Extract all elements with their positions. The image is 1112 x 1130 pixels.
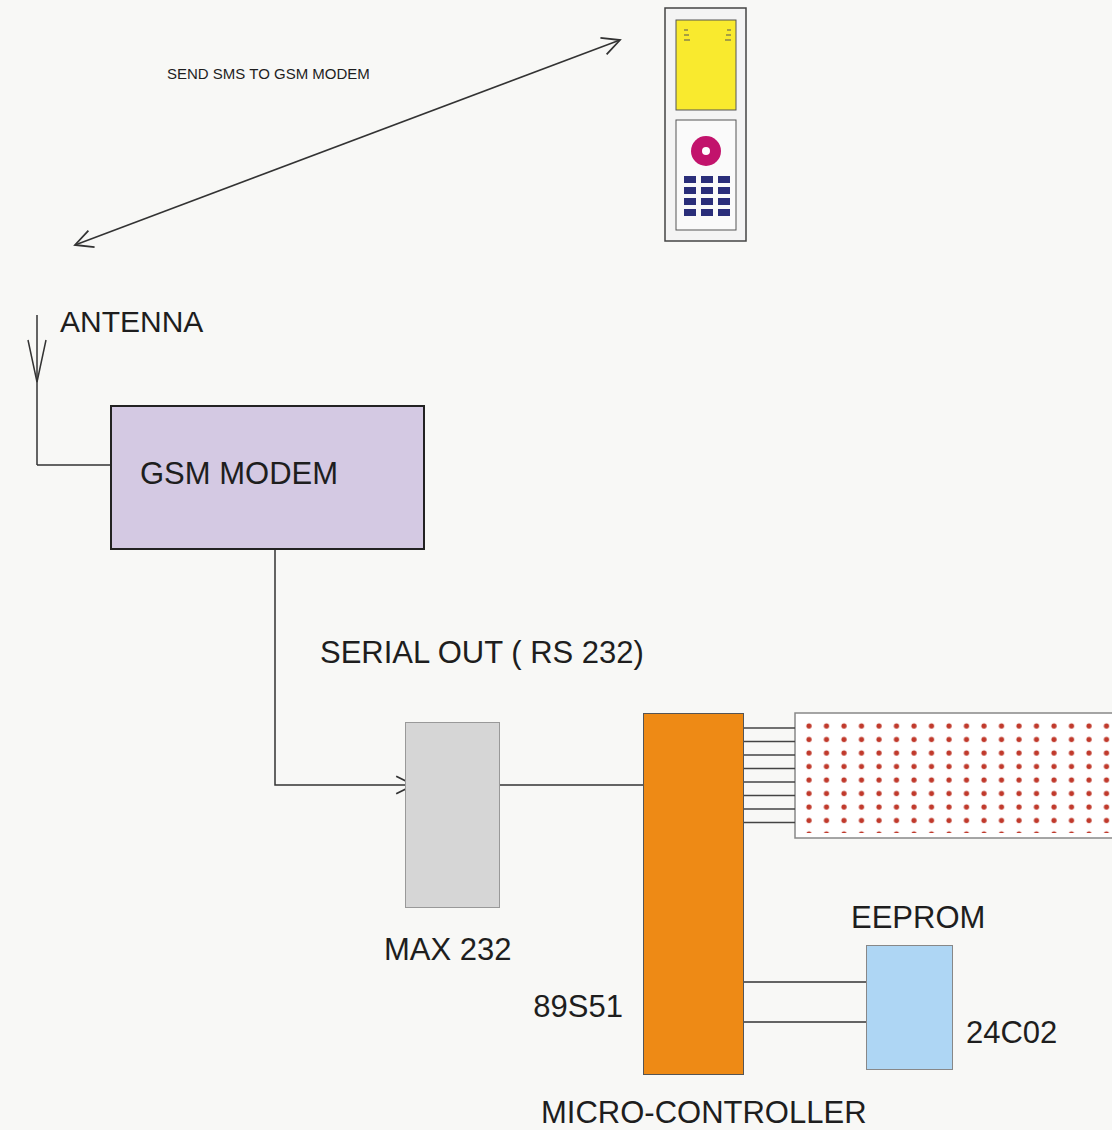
eeprom-box: EEPROM24C02 (866, 945, 953, 1070)
gsm-modem-box: GSM MODEM (110, 405, 425, 550)
part-number: 24C02 (966, 1016, 1057, 1050)
antenna-label: ANTENNA (60, 305, 203, 338)
node-title: GSM MODEM (140, 457, 338, 491)
led-bus-wires (744, 728, 795, 823)
part-name: MICRO-CONTROLLER (541, 1096, 867, 1130)
led-matrix (795, 713, 1112, 838)
connector (500, 784, 643, 786)
part-name: MAX 232 (384, 933, 512, 967)
link-caption: SEND SMS TO GSM MODEM (167, 66, 370, 83)
mobile-phone (665, 8, 746, 241)
connector-label: SERIAL OUT ( RS 232) (320, 636, 644, 670)
part-name: EEPROM (851, 901, 985, 935)
part-number: 89S51 (533, 990, 623, 1024)
wireless-link (75, 40, 620, 245)
connector (744, 981, 866, 983)
connector (744, 1021, 866, 1023)
microcontroller-box: 89S51MICRO-CONTROLLER (643, 713, 744, 1075)
max232-box: MAX 232 (405, 722, 500, 908)
